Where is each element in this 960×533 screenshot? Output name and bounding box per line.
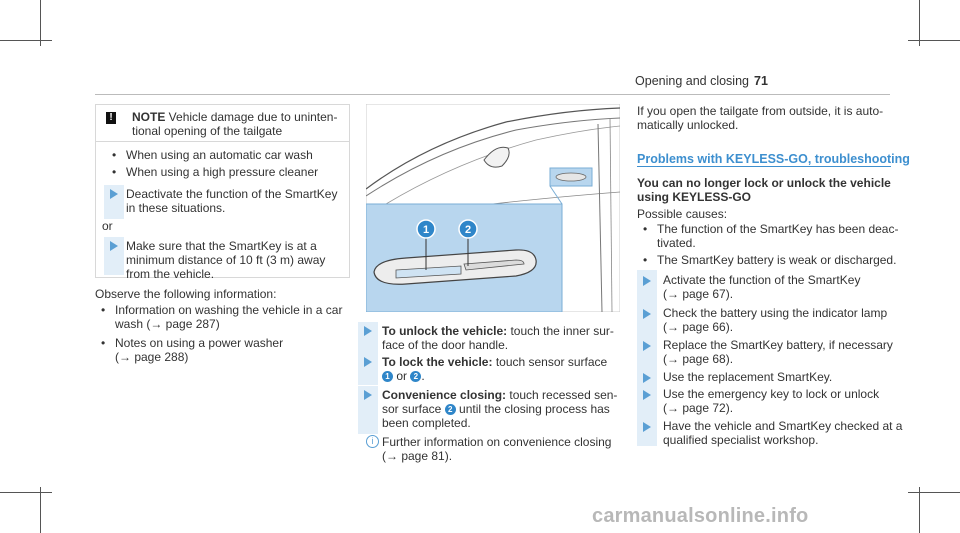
step-marker: [358, 353, 378, 385]
observe-text: Observe the following information:: [95, 287, 277, 301]
step-text: Have the vehicle and SmartKey checked at…: [663, 419, 903, 447]
watermark: carmanualsonline.info: [592, 505, 809, 527]
page-number: 71: [754, 74, 768, 88]
arrow-right-icon: [364, 357, 372, 367]
list-item: •Notes on using a power washer(→ page 28…: [101, 336, 284, 364]
crop-mark: [40, 0, 41, 46]
callout-1-icon: 1: [382, 371, 393, 383]
intro-text: If you open the tailgate from outside, i…: [637, 104, 884, 132]
info-text: Further information on convenience closi…: [382, 435, 612, 463]
arrow-right-icon: [364, 390, 372, 400]
heading-underline: [637, 166, 891, 167]
arrow-right-icon: [643, 276, 651, 286]
step-text: Use the emergency key to lock or unlock(…: [663, 387, 880, 415]
crop-mark: [40, 487, 41, 533]
arrow-right-icon: [110, 189, 118, 199]
warning-icon: !: [106, 112, 116, 124]
crop-mark: [0, 492, 52, 493]
arrow-right-icon: [364, 326, 372, 336]
callout-2-icon: 2: [444, 404, 456, 416]
question-heading: You can no longer lock or unlock the veh…: [637, 176, 891, 204]
note-box: ! NOTE Vehicle damage due to uninten-tio…: [95, 104, 350, 281]
step-marker: [104, 237, 124, 275]
note-header: ! NOTE Vehicle damage due to uninten-tio…: [96, 105, 349, 142]
arrow-right-icon: [110, 241, 118, 251]
list-item: •When using an automatic car wash: [112, 148, 313, 162]
arrow-right-icon: [643, 390, 651, 400]
header-rule: [95, 94, 890, 95]
step-text: To lock the vehicle: touch sensor surfac…: [382, 355, 608, 383]
callout-2-icon: 2: [410, 371, 422, 383]
step-text: Check the battery using the indicator la…: [663, 306, 888, 334]
list-item: •Information on washing the vehicle in a…: [101, 303, 343, 331]
step-text: Convenience closing: touch recessed sen-…: [382, 388, 618, 430]
info-icon: i: [366, 435, 379, 448]
section-heading: Problems with KEYLESS-GO, troubleshootin…: [637, 152, 910, 166]
step-marker: [637, 270, 657, 446]
crop-mark: [919, 0, 920, 46]
callout-2-label: 2: [465, 224, 471, 236]
step-text: Use the replacement SmartKey.: [663, 370, 833, 384]
crop-mark: [908, 492, 960, 493]
step-text: Replace the SmartKey battery, if necessa…: [663, 338, 893, 366]
arrow-right-icon: [643, 373, 651, 383]
or-label: or: [102, 219, 113, 233]
arrow-right-icon: [643, 309, 651, 319]
callout-1-label: 1: [423, 224, 429, 236]
door-handle-illustration: 1 2: [366, 104, 620, 312]
step-marker: [104, 185, 124, 219]
section-title: Opening and closing: [635, 74, 749, 88]
step-marker: [358, 386, 378, 434]
causes-label: Possible causes:: [637, 207, 728, 221]
note-title: NOTE Vehicle damage due to uninten-tiona…: [132, 110, 338, 138]
crop-mark: [908, 40, 960, 41]
callout-1: [416, 219, 436, 239]
step-marker: [358, 322, 378, 356]
list-item: •The SmartKey battery is weak or dischar…: [643, 253, 897, 267]
arrow-right-icon: [643, 422, 651, 432]
crop-mark: [0, 40, 52, 41]
step-text: To unlock the vehicle: touch the inner s…: [382, 324, 614, 352]
callout-2: [458, 219, 478, 239]
list-item: •The function of the SmartKey has been d…: [643, 222, 899, 250]
crop-mark: [919, 487, 920, 533]
list-item: •When using a high pressure cleaner: [112, 165, 319, 179]
step-text: Activate the function of the SmartKey(→ …: [663, 273, 861, 301]
arrow-right-icon: [643, 341, 651, 351]
